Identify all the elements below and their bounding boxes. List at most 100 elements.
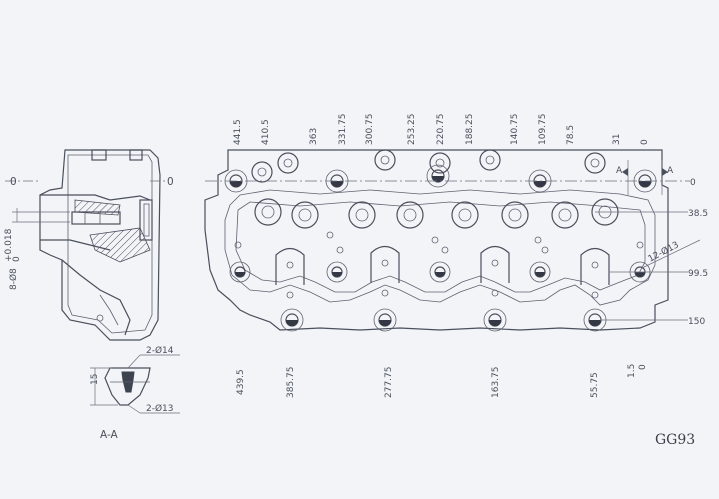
- bolt-hole: [257, 167, 267, 177]
- marker-ring: [529, 261, 551, 283]
- bolt-boss: [429, 152, 451, 174]
- port-stud: [491, 289, 499, 297]
- small-hole: [534, 236, 542, 244]
- top-dimensions: 441.5 410.5 363 331.75 300.75 253.25 220…: [233, 114, 650, 146]
- valve-seat: [348, 201, 376, 229]
- marker-fill: [435, 272, 445, 277]
- bolt-hole: [435, 158, 445, 168]
- right-dim: 38.5: [688, 209, 708, 219]
- marker-fill: [535, 272, 545, 277]
- detail-dia-top: 2-Ø14: [146, 345, 174, 356]
- side-zero-left: 0: [10, 176, 17, 188]
- port-stud: [381, 289, 389, 297]
- valve-guide: [403, 208, 417, 222]
- marker-fill: [432, 176, 444, 182]
- detail-height: 15: [90, 374, 100, 385]
- top-dim: 188.25: [465, 114, 475, 146]
- small-hole: [336, 246, 344, 254]
- top-dim: 363: [309, 128, 319, 145]
- valve-guide: [261, 205, 275, 219]
- right-dim: 150: [688, 317, 705, 327]
- bottom-dim: 385.75: [286, 367, 296, 399]
- marker-fill: [534, 181, 546, 187]
- right-dim: 99.5: [688, 269, 708, 279]
- drawing-code: GG93: [655, 432, 695, 448]
- marker-fill: [589, 320, 601, 326]
- marker-fill: [635, 272, 645, 277]
- bottom-dim: 277.75: [384, 367, 394, 399]
- marker-fill: [379, 320, 391, 326]
- bolt-hole: [590, 158, 600, 168]
- marker-ring: [229, 261, 251, 283]
- section-label: A-A: [100, 429, 119, 441]
- bottom-dim: 0: [638, 364, 648, 370]
- bore-tolerance-lower: 0: [12, 256, 22, 262]
- port-stud: [491, 259, 499, 267]
- valve-seat: [254, 198, 282, 226]
- section-mark-left: A: [616, 166, 623, 176]
- port: [275, 247, 305, 285]
- port-stud: [286, 261, 294, 269]
- port-stud: [381, 259, 389, 267]
- valve-seat: [501, 201, 529, 229]
- valve-guide: [508, 208, 522, 222]
- bolt-hole: [485, 155, 495, 165]
- small-hole: [441, 246, 449, 254]
- valve-guide: [298, 208, 312, 222]
- detail-dia-bottom: 2-Ø13: [146, 403, 174, 414]
- side-zero-right: 0: [167, 176, 174, 188]
- top-dim: 109.75: [538, 114, 548, 146]
- valve-seat: [551, 201, 579, 229]
- top-dim: 441.5: [233, 119, 243, 145]
- marker-ring: [426, 164, 450, 188]
- bolt-boss: [374, 149, 396, 171]
- marker-fill: [235, 272, 245, 277]
- top-dim: 31: [612, 134, 622, 145]
- side-view: 0 0 8-Ø8 +0.018 0: [4, 149, 174, 341]
- marker-fill: [331, 181, 343, 187]
- right-dim: 0: [690, 178, 696, 188]
- bolt-boss: [479, 149, 501, 171]
- marker-ring: [280, 308, 304, 332]
- port: [370, 245, 400, 283]
- bore-dimension: 8-Ø8: [8, 268, 19, 290]
- valve-guide: [558, 208, 572, 222]
- top-dim: 300.75: [365, 114, 375, 146]
- small-hole: [431, 236, 439, 244]
- plan-view: A A 12-Ø13: [204, 149, 701, 332]
- valve-guide: [458, 208, 472, 222]
- bolt-boss: [251, 161, 273, 183]
- bottom-dim: 439.5: [236, 369, 246, 395]
- bottom-dim: 55.75: [590, 372, 600, 398]
- valve-seat: [396, 201, 424, 229]
- marker-ring: [373, 308, 397, 332]
- port-stud: [591, 291, 599, 299]
- port-stud: [591, 261, 599, 269]
- section-detail: 15 2-Ø14 2-Ø13 A-A: [90, 345, 180, 441]
- port-stud: [286, 291, 294, 299]
- small-hole: [234, 241, 242, 249]
- top-dim: 331.75: [338, 114, 348, 146]
- valve-seat: [291, 201, 319, 229]
- bottom-dim: 163.75: [491, 367, 501, 399]
- bore-tolerance-upper: +0.018: [4, 228, 14, 262]
- top-dim: 0: [640, 139, 650, 145]
- top-dim: 78.5: [566, 125, 576, 145]
- top-dim: 220.75: [436, 114, 446, 146]
- port: [580, 247, 610, 285]
- marker-fill: [489, 320, 501, 326]
- small-hole: [636, 241, 644, 249]
- marker-ring: [326, 261, 348, 283]
- marker-fill: [286, 320, 298, 326]
- small-hole: [326, 231, 334, 239]
- marker-fill: [230, 181, 242, 187]
- bolt-hole: [380, 155, 390, 165]
- top-dim: 410.5: [261, 119, 271, 145]
- bottom-dim: 1.5: [627, 364, 637, 378]
- top-dim: 253.25: [407, 114, 417, 146]
- marker-ring: [429, 261, 451, 283]
- top-dim: 140.75: [510, 114, 520, 146]
- bottom-dimensions: 439.5 385.75 277.75 163.75 55.75 1.5 0: [236, 364, 648, 398]
- port: [480, 245, 510, 283]
